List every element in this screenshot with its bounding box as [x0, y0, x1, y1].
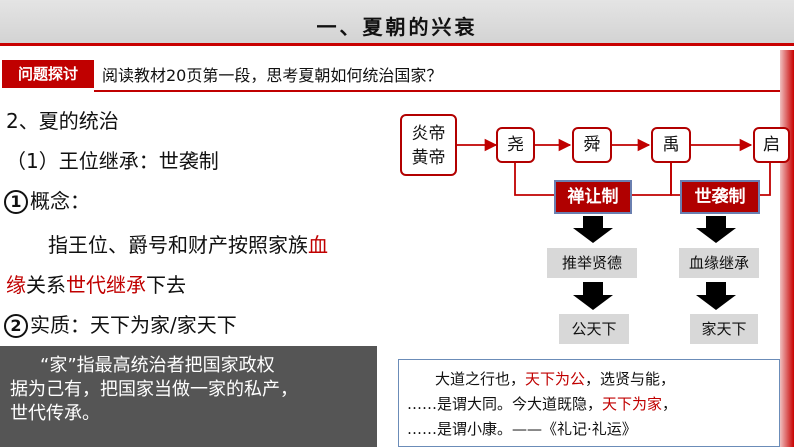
node-yan-emperor: 炎帝: [411, 124, 446, 144]
definition-line-2: 缘关系世代继承下去: [6, 272, 186, 298]
down-arrow-right-1: [696, 216, 736, 243]
shixi-left-line: [670, 163, 680, 196]
shanrang-left-line: [514, 163, 554, 196]
classic-line-3: ……是谓小康。——《礼记·礼运》: [399, 418, 781, 439]
down-arrow-right-2: [696, 282, 736, 310]
title-underline: [0, 43, 794, 46]
question-label: 问题探讨: [2, 60, 94, 88]
quote-line-1: “家”指最高统治者把国家政权: [40, 355, 275, 376]
down-arrows: [573, 216, 736, 310]
node-qi: 启: [753, 127, 790, 163]
concept-number: 1: [4, 190, 28, 214]
question-underline: [94, 90, 780, 92]
down-arrow-left-2: [573, 282, 613, 310]
classic-text-1a: 大道之行也，: [435, 370, 526, 388]
node-yan-huang: 炎帝 黄帝: [400, 114, 457, 176]
abdication-system-label: 禅让制: [554, 180, 632, 214]
result-family-realm: 家天下: [690, 314, 758, 344]
quote-line-2: 据为己有，把国家当做一家的私产，: [10, 379, 298, 400]
system-bracket-lines: [514, 163, 771, 196]
classic-text-3a: ……是谓小康。——《礼记·礼运》: [407, 420, 637, 438]
section-heading: 2、夏的统治: [6, 109, 119, 133]
definition-highlight-1: 血: [308, 233, 328, 257]
classic-text-2a: ……是谓大同。今大道既隐，: [407, 395, 603, 413]
classic-highlight-2: 天下为家: [602, 395, 663, 413]
classic-text-2c: ，: [662, 395, 678, 413]
concept-label: 概念：: [30, 189, 90, 213]
definition-line-1: 指王位、爵号和财产按照家族血: [48, 232, 328, 258]
hereditary-system-label: 世袭制: [680, 180, 760, 214]
definition-text-3: 下去: [146, 273, 186, 297]
result-elect-virtuous: 推举贤德: [547, 248, 637, 278]
definition-highlight-2: 缘: [6, 273, 26, 297]
result-public-realm: 公天下: [559, 314, 629, 344]
family-explanation-box: “家”指最高统治者把国家政权 据为己有，把国家当做一家的私产， 世代传承。: [0, 346, 377, 447]
node-shun: 舜: [572, 127, 612, 163]
page-title: 一、夏朝的兴衰: [316, 15, 478, 39]
succession-heading: （1）王位继承：世袭制: [6, 149, 219, 173]
quote-line-3: 世代传承。: [10, 403, 100, 424]
classic-quote-box: 大道之行也，天下为公，选贤与能， ……是谓大同。今大道既隐，天下为家， ……是谓…: [398, 359, 780, 447]
classic-line-2: ……是谓大同。今大道既隐，天下为家，: [399, 393, 781, 414]
classic-line-1: 大道之行也，天下为公，选贤与能，: [399, 368, 781, 389]
shixi-right-line: [760, 163, 771, 196]
definition-highlight-3: 世代继承: [66, 273, 146, 297]
classic-text-1c: ，选贤与能，: [585, 370, 676, 388]
shanrang-right-line: [632, 163, 672, 196]
classic-highlight-1: 天下为公: [525, 370, 586, 388]
down-arrow-left-1: [573, 216, 613, 243]
node-huang-emperor: 黄帝: [411, 148, 446, 168]
definition-text-2: 关系: [26, 273, 66, 297]
essence-number: 2: [4, 314, 28, 338]
title-bar: 一、夏朝的兴衰: [0, 0, 794, 46]
node-yu: 禹: [651, 127, 691, 163]
definition-text-1: 指王位、爵号和财产按照家族: [48, 233, 308, 257]
node-yao: 尧: [496, 127, 535, 163]
question-text: 阅读教材20页第一段，思考夏朝如何统治国家？: [102, 66, 443, 85]
essence-text: 实质：天下为家/家天下: [30, 313, 237, 337]
result-blood-succession: 血缘继承: [679, 248, 759, 278]
